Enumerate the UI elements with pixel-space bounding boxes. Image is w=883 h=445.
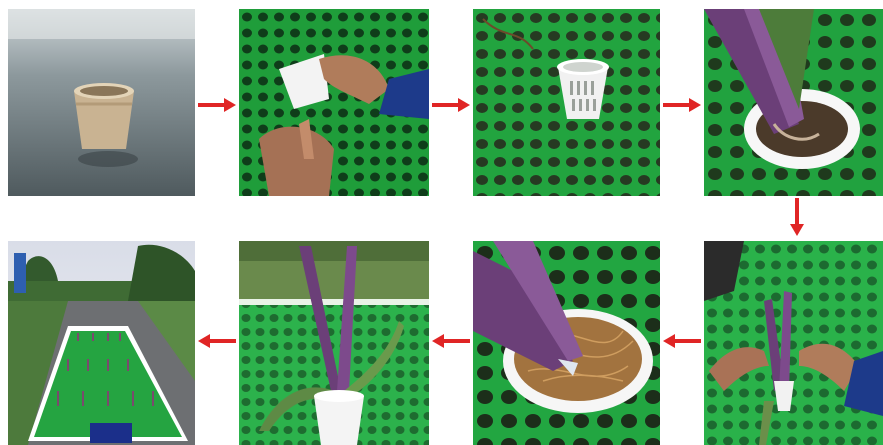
photo-growing-bed: [8, 241, 195, 445]
photo-hands-net-cup: [239, 9, 429, 196]
arrow-right-2: [432, 97, 470, 113]
photo-cup-with-coir: [473, 241, 660, 445]
arrow-left-1: [663, 333, 701, 349]
photo-net-cup-on-mesh: [473, 9, 660, 196]
photo-paper-pot: [8, 9, 195, 196]
arrow-left-2: [432, 333, 470, 349]
arrow-left-3: [198, 333, 236, 349]
arrow-right-1: [198, 97, 236, 113]
photo-potted-plant: [239, 241, 429, 445]
arrow-right-3: [663, 97, 701, 113]
photo-hands-planting: [704, 241, 883, 445]
arrow-down: [789, 198, 805, 236]
photo-plant-in-cup: [704, 9, 883, 196]
